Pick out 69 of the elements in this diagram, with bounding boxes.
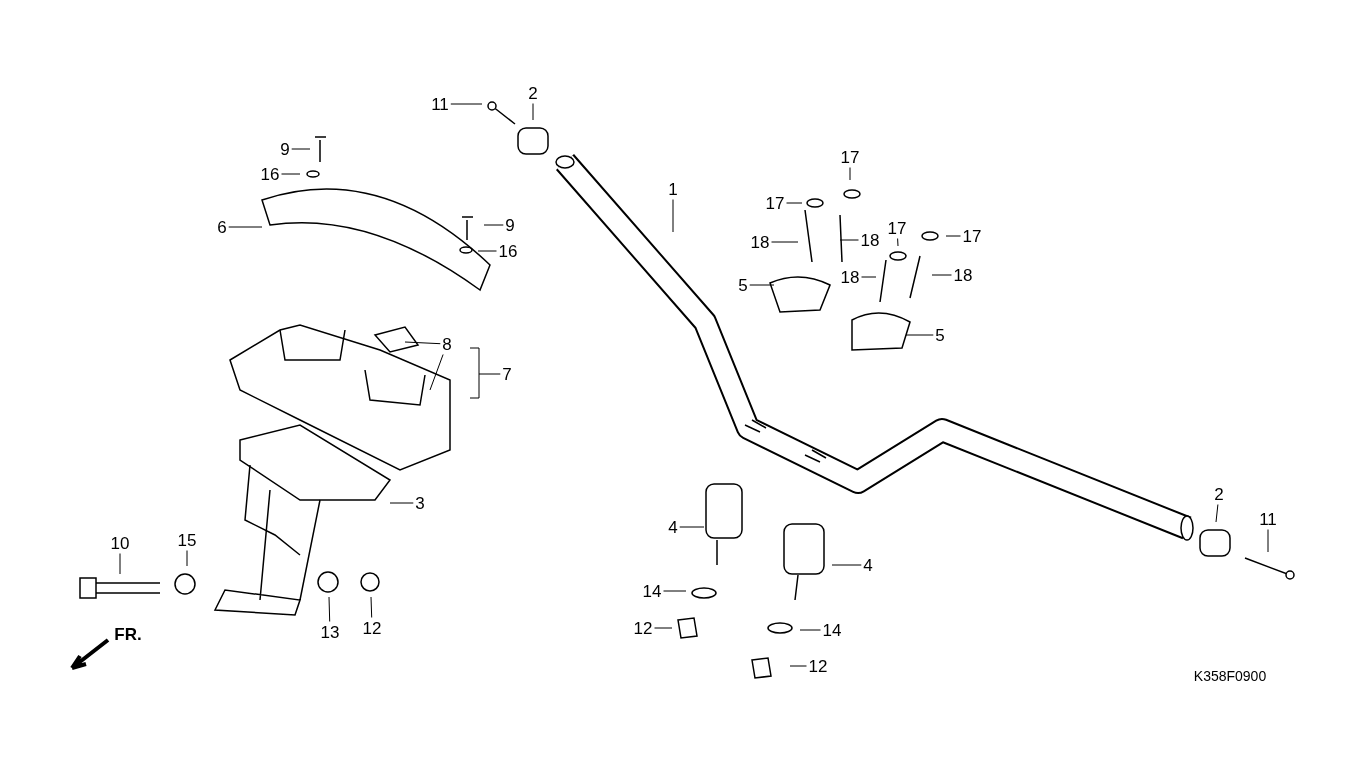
callout-number: 1 bbox=[668, 180, 678, 198]
callout-number: 18 bbox=[840, 268, 860, 286]
callout-number: 13 bbox=[320, 623, 340, 641]
callout-number: 9 bbox=[505, 216, 515, 234]
callout-number: 11 bbox=[431, 95, 449, 113]
callout-number: 5 bbox=[738, 276, 748, 294]
callout-number: 3 bbox=[415, 494, 425, 512]
leader-line bbox=[931, 274, 952, 276]
leader-line bbox=[799, 629, 821, 631]
callout-number: 9 bbox=[280, 140, 290, 158]
callout-number: 5 bbox=[935, 326, 945, 344]
callout-number: 14 bbox=[642, 582, 662, 600]
leader-line bbox=[404, 341, 441, 345]
leader-line bbox=[672, 199, 674, 233]
leader-line bbox=[389, 502, 414, 504]
callout-number: 4 bbox=[863, 556, 873, 574]
leader-line bbox=[429, 354, 444, 391]
callout-number: 4 bbox=[668, 518, 678, 536]
callout-number: 18 bbox=[860, 231, 880, 249]
leader-line bbox=[789, 665, 807, 667]
callout-number: 16 bbox=[260, 165, 280, 183]
leader-line bbox=[477, 250, 497, 252]
leader-line bbox=[849, 167, 851, 181]
callout-number: 17 bbox=[840, 148, 860, 166]
leader-line bbox=[328, 596, 331, 622]
leader-line bbox=[478, 373, 501, 375]
leader-line bbox=[532, 103, 534, 121]
callout-number: 7 bbox=[502, 365, 512, 383]
leader-line bbox=[679, 526, 705, 528]
callout-number: 11 bbox=[1259, 510, 1277, 528]
leader-line bbox=[945, 235, 961, 237]
leader-line bbox=[749, 284, 775, 286]
callout-number: 17 bbox=[765, 194, 785, 212]
direction-label: FR. bbox=[114, 625, 142, 643]
callout-number: 18 bbox=[953, 266, 973, 284]
leader-line bbox=[291, 148, 311, 150]
leader-line bbox=[186, 550, 188, 567]
callout-number: 16 bbox=[498, 242, 518, 260]
leader-line bbox=[771, 241, 799, 243]
leader-line bbox=[839, 239, 859, 241]
callout-number: 12 bbox=[808, 657, 828, 675]
leader-line bbox=[281, 173, 301, 175]
callout-number: 6 bbox=[217, 218, 227, 236]
leader-line bbox=[861, 276, 877, 278]
leader-line bbox=[119, 553, 121, 575]
leader-line bbox=[786, 202, 803, 204]
drawing-code: K358F0900 bbox=[1193, 667, 1267, 685]
callout-number: 2 bbox=[1214, 485, 1224, 503]
leader-line bbox=[228, 226, 263, 228]
callout-number: 12 bbox=[633, 619, 653, 637]
leader-line bbox=[1215, 504, 1219, 523]
leader-line bbox=[897, 238, 899, 247]
callout-number: 10 bbox=[110, 534, 130, 552]
leader-line bbox=[370, 596, 373, 618]
callout-number: 15 bbox=[177, 531, 197, 549]
callout-number: 17 bbox=[962, 227, 982, 245]
callout-number: 17 bbox=[887, 219, 907, 237]
leader-line bbox=[450, 103, 483, 105]
callout-number: 2 bbox=[528, 84, 538, 102]
callout-number: 12 bbox=[362, 619, 382, 637]
leader-line bbox=[654, 627, 673, 629]
leader-line bbox=[905, 334, 934, 336]
leader-line bbox=[831, 564, 862, 566]
callout-number: 18 bbox=[750, 233, 770, 251]
callout-number: 8 bbox=[442, 335, 452, 353]
leader-line bbox=[483, 224, 504, 226]
leader-line bbox=[1267, 529, 1269, 553]
leader-line bbox=[663, 590, 687, 592]
callout-number: 14 bbox=[822, 621, 842, 639]
